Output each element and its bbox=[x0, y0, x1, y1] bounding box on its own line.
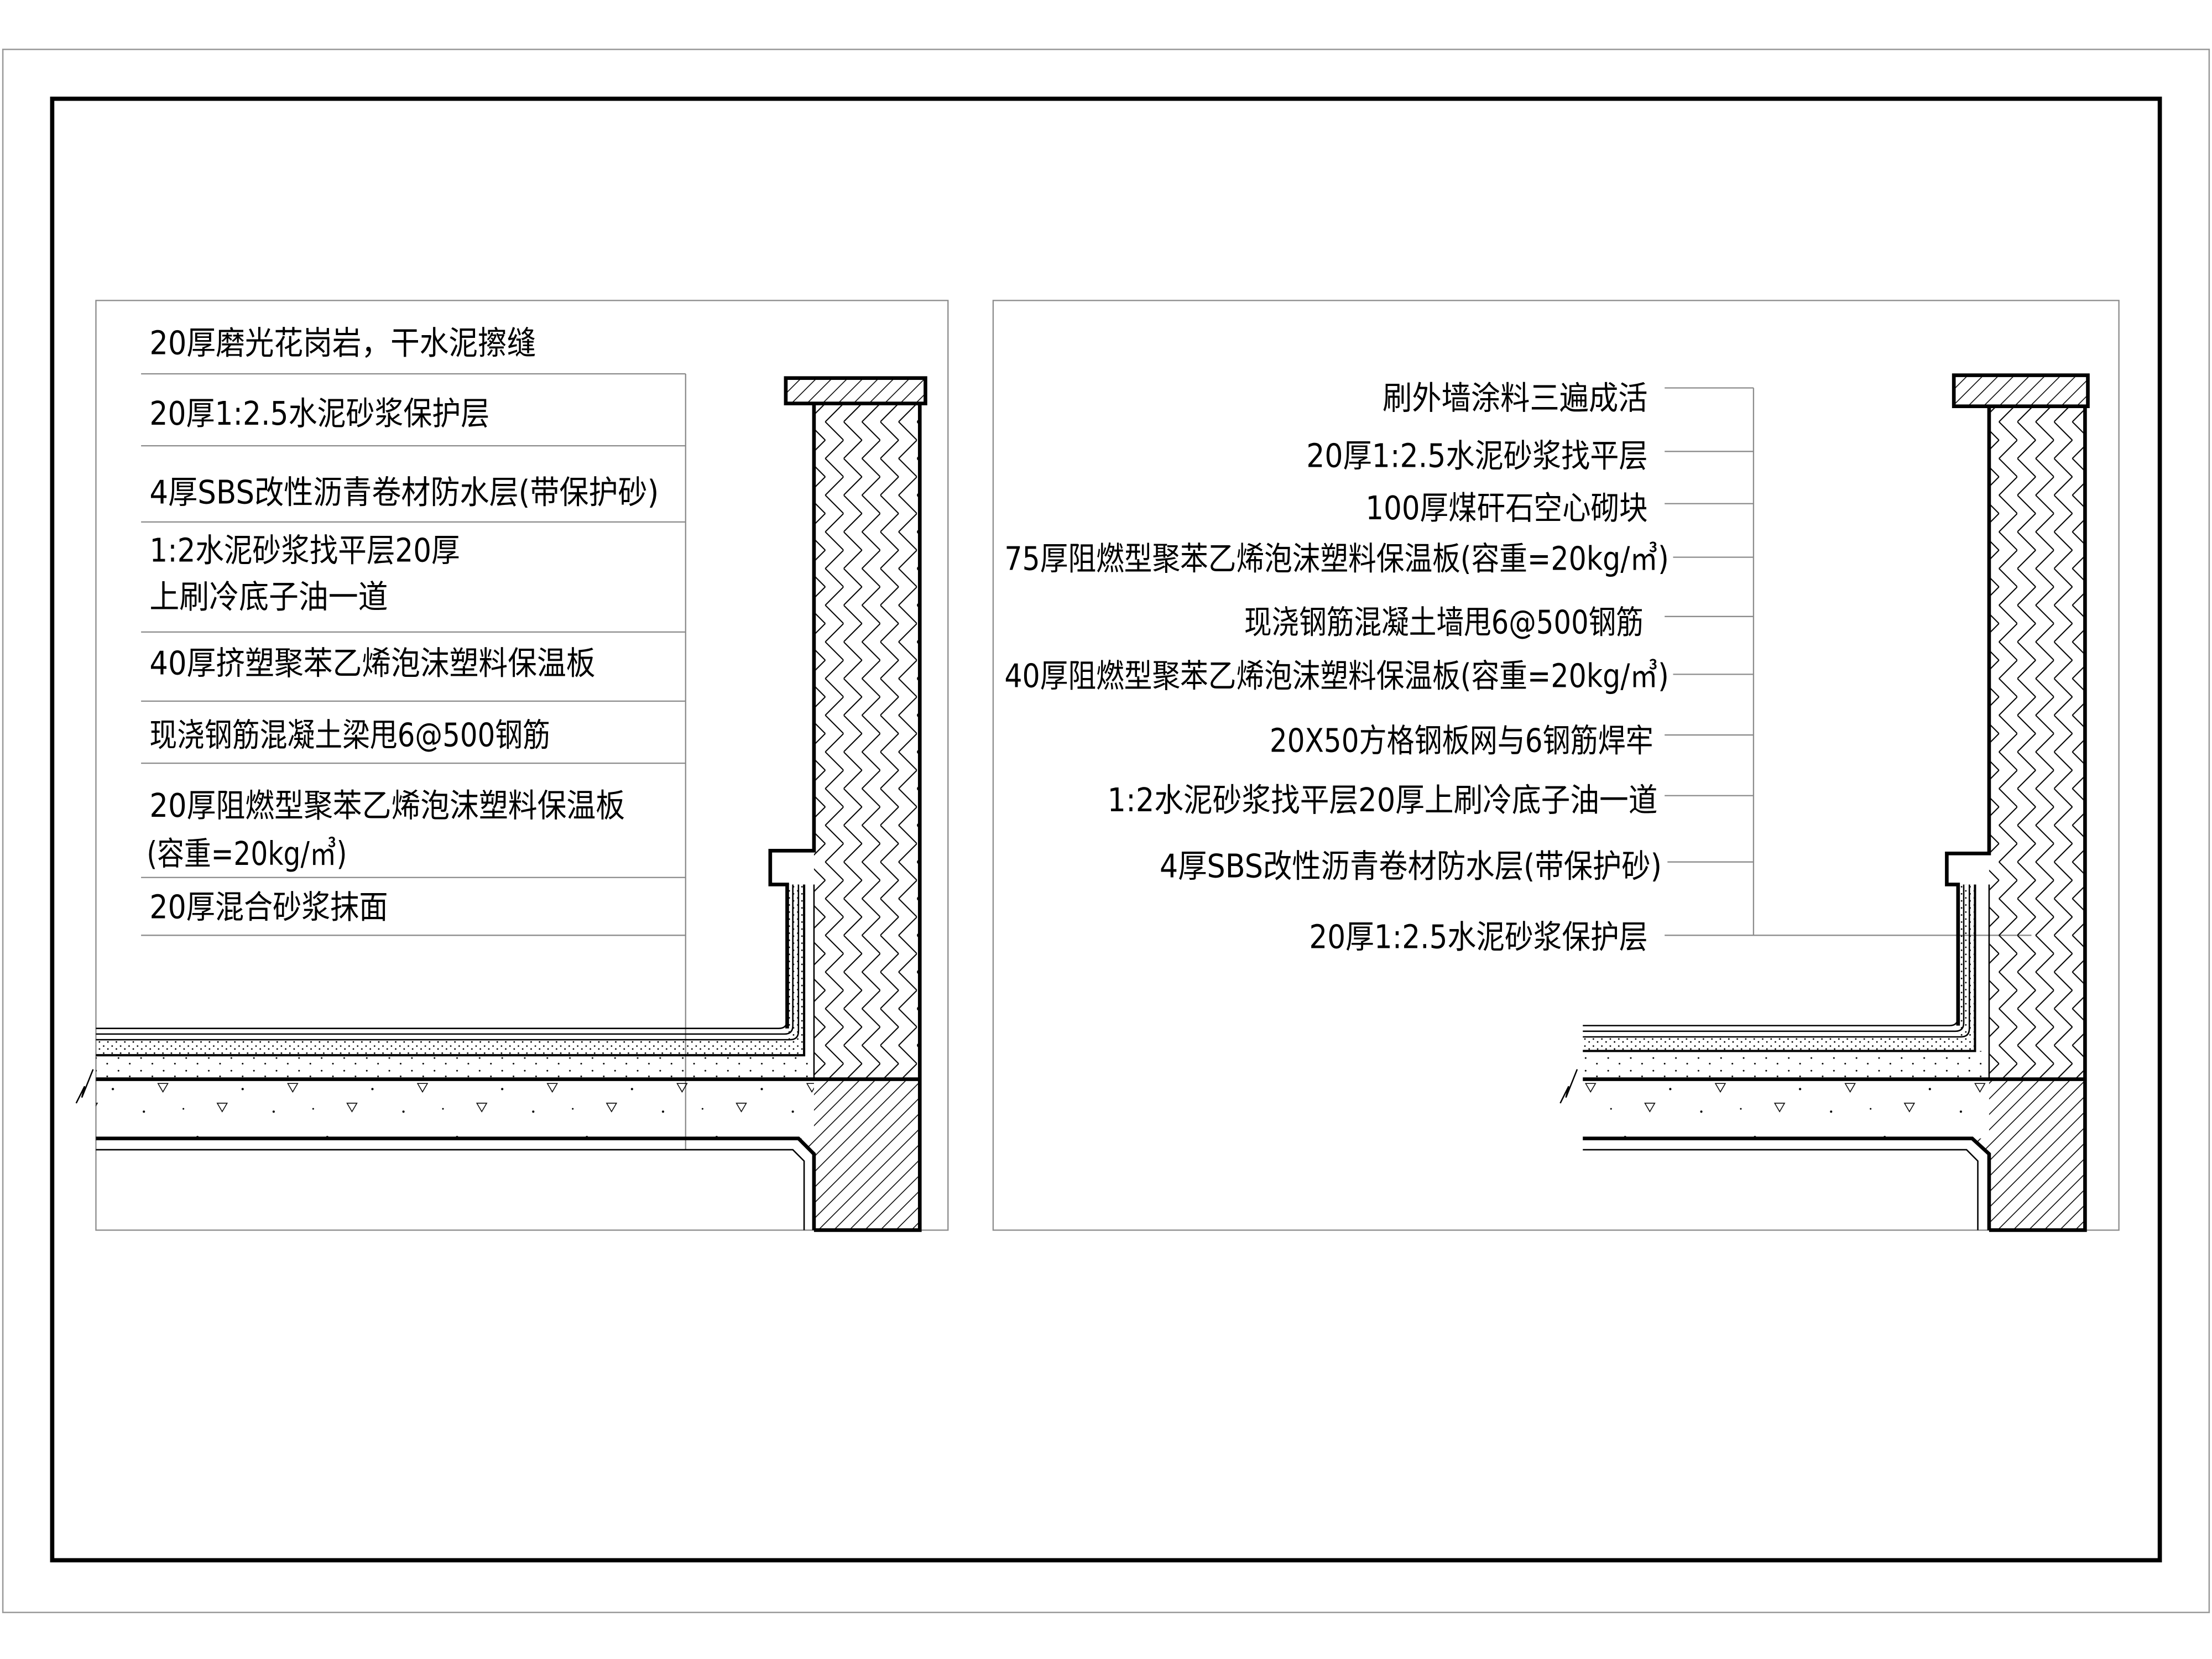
right-label-waterproof-membrane: 4厚SBS改性沥青卷材防水层(带保护砂) bbox=[1160, 848, 1662, 885]
right-label-protective-mortar: 20厚1:2.5水泥砂浆保护层 bbox=[1309, 918, 1647, 956]
right-ceiling-plaster bbox=[1583, 1149, 1979, 1230]
right-membrane-line bbox=[1583, 884, 1970, 1038]
right-label-75-insulation: 75厚阻燃型聚苯乙烯泡沫塑料保温板(容重=20kg/㎥) bbox=[1004, 540, 1669, 578]
left-brick-wall bbox=[813, 403, 920, 1079]
right-surface-line bbox=[1583, 1017, 1959, 1026]
left-label-concrete-beam: 现浇钢筋混凝土梁甩6@500钢筋 bbox=[149, 716, 550, 754]
right-detail: 刷外墙涂料三遍成活 20厚1:2.5水泥砂浆找平层 100厚煤矸石空心砌块 75… bbox=[992, 300, 2120, 1232]
left-detail-boundary bbox=[95, 300, 949, 1231]
left-leveling-line bbox=[96, 884, 806, 1057]
left-label-waterproof-membrane: 4厚SBS改性沥青卷材防水层(带保护砂) bbox=[149, 474, 659, 512]
right-break-mark bbox=[1559, 1069, 1578, 1104]
right-leveling-line bbox=[1583, 884, 1976, 1052]
right-parapet-cap bbox=[1952, 373, 2090, 409]
right-label-exterior-paint: 刷外墙涂料三遍成活 bbox=[1383, 379, 1648, 417]
right-protective-mortar-line bbox=[1583, 884, 1965, 1032]
left-mortar-layer bbox=[96, 1040, 805, 1056]
right-mortar-layer bbox=[1583, 1037, 1975, 1051]
right-label-leveling-layer: 1:2水泥砂浆找平层20厚上刷冷底子油一道 bbox=[1108, 781, 1658, 819]
left-label-plaster: 20厚混合砂浆抹面 bbox=[149, 889, 388, 926]
left-parapet-cap bbox=[784, 376, 927, 405]
right-labels: 刷外墙涂料三遍成活 20厚1:2.5水泥砂浆找平层 100厚煤矸石空心砌块 75… bbox=[1004, 379, 1669, 956]
left-break-mark bbox=[75, 1069, 94, 1104]
sheet-outer-border bbox=[2, 49, 2210, 1614]
right-label-concrete-wall: 现浇钢筋混凝土墙甩6@500钢筋 bbox=[1244, 603, 1644, 641]
left-ceiling-plaster bbox=[96, 1149, 805, 1230]
right-concrete-wall bbox=[1972, 1079, 2085, 1230]
left-membrane-upturn bbox=[787, 884, 805, 1040]
left-structure bbox=[75, 376, 927, 1232]
right-label-hollow-block: 100厚煤矸石空心砌块 bbox=[1365, 489, 1647, 527]
left-label-protective-mortar: 20厚1:2.5水泥砂浆保护层 bbox=[149, 395, 489, 432]
left-concrete-beam bbox=[798, 1079, 920, 1230]
left-insulation-layer bbox=[96, 1055, 814, 1079]
right-wall-outer-face bbox=[1989, 406, 2087, 1232]
left-label-leveling-layer: 1:2水泥砂浆找平层20厚 bbox=[149, 531, 460, 569]
left-label-eps-insulation: 20厚阻燃型聚苯乙烯泡沫塑料保温板 bbox=[149, 787, 625, 825]
left-label-leveling-layer-line2: 上刷冷底子油一道 bbox=[149, 578, 388, 615]
right-structure bbox=[1559, 373, 2090, 1232]
right-label-40-insulation: 40厚阻燃型聚苯乙烯泡沫塑料保温板(容重=20kg/㎥) bbox=[1004, 657, 1669, 695]
right-detail-boundary bbox=[992, 300, 2120, 1231]
left-label-xps-insulation: 40厚挤塑聚苯乙烯泡沫塑料保温板 bbox=[149, 644, 595, 682]
sheet-drawing-frame bbox=[50, 96, 2162, 1563]
left-label-eps-insulation-line2: (容重=20kg/㎥) bbox=[147, 835, 347, 873]
left-leader-horizontal bbox=[141, 373, 686, 936]
right-leader-horizontal bbox=[1665, 387, 2032, 936]
left-granite-surface bbox=[96, 1020, 788, 1029]
left-roof-slab bbox=[96, 1079, 814, 1139]
right-insulation-layer bbox=[1583, 1051, 1989, 1079]
right-brick-wall bbox=[1989, 406, 2085, 1079]
right-wall-outline bbox=[1945, 406, 1991, 1026]
right-label-leveling-mortar: 20厚1:2.5水泥砂浆找平层 bbox=[1306, 437, 1647, 474]
left-wall-outline bbox=[768, 403, 816, 1029]
left-detail: 20厚磨光花岗岩，干水泥擦缝 20厚1:2.5水泥砂浆保护层 4厚SBS改性沥青… bbox=[75, 300, 949, 1232]
right-slab-bottom bbox=[1583, 1136, 1991, 1230]
left-leader-lines bbox=[141, 373, 686, 1150]
right-roof-slab bbox=[1583, 1079, 1989, 1139]
right-leader-lines bbox=[1665, 387, 2032, 936]
left-membrane-line bbox=[96, 884, 800, 1041]
left-labels: 20厚磨光花岗岩，干水泥擦缝 20厚1:2.5水泥砂浆保护层 4厚SBS改性沥青… bbox=[147, 324, 659, 926]
left-wall-outer-face bbox=[813, 403, 922, 1232]
right-label-steel-mesh: 20X50方格钢板网与6钢筋焊牢 bbox=[1270, 722, 1653, 760]
left-slab-bottom bbox=[96, 1136, 816, 1230]
left-label-granite: 20厚磨光花岗岩，干水泥擦缝 bbox=[149, 324, 536, 362]
left-protective-mortar-line bbox=[96, 884, 794, 1035]
right-membrane-upturn bbox=[1958, 884, 1975, 1037]
